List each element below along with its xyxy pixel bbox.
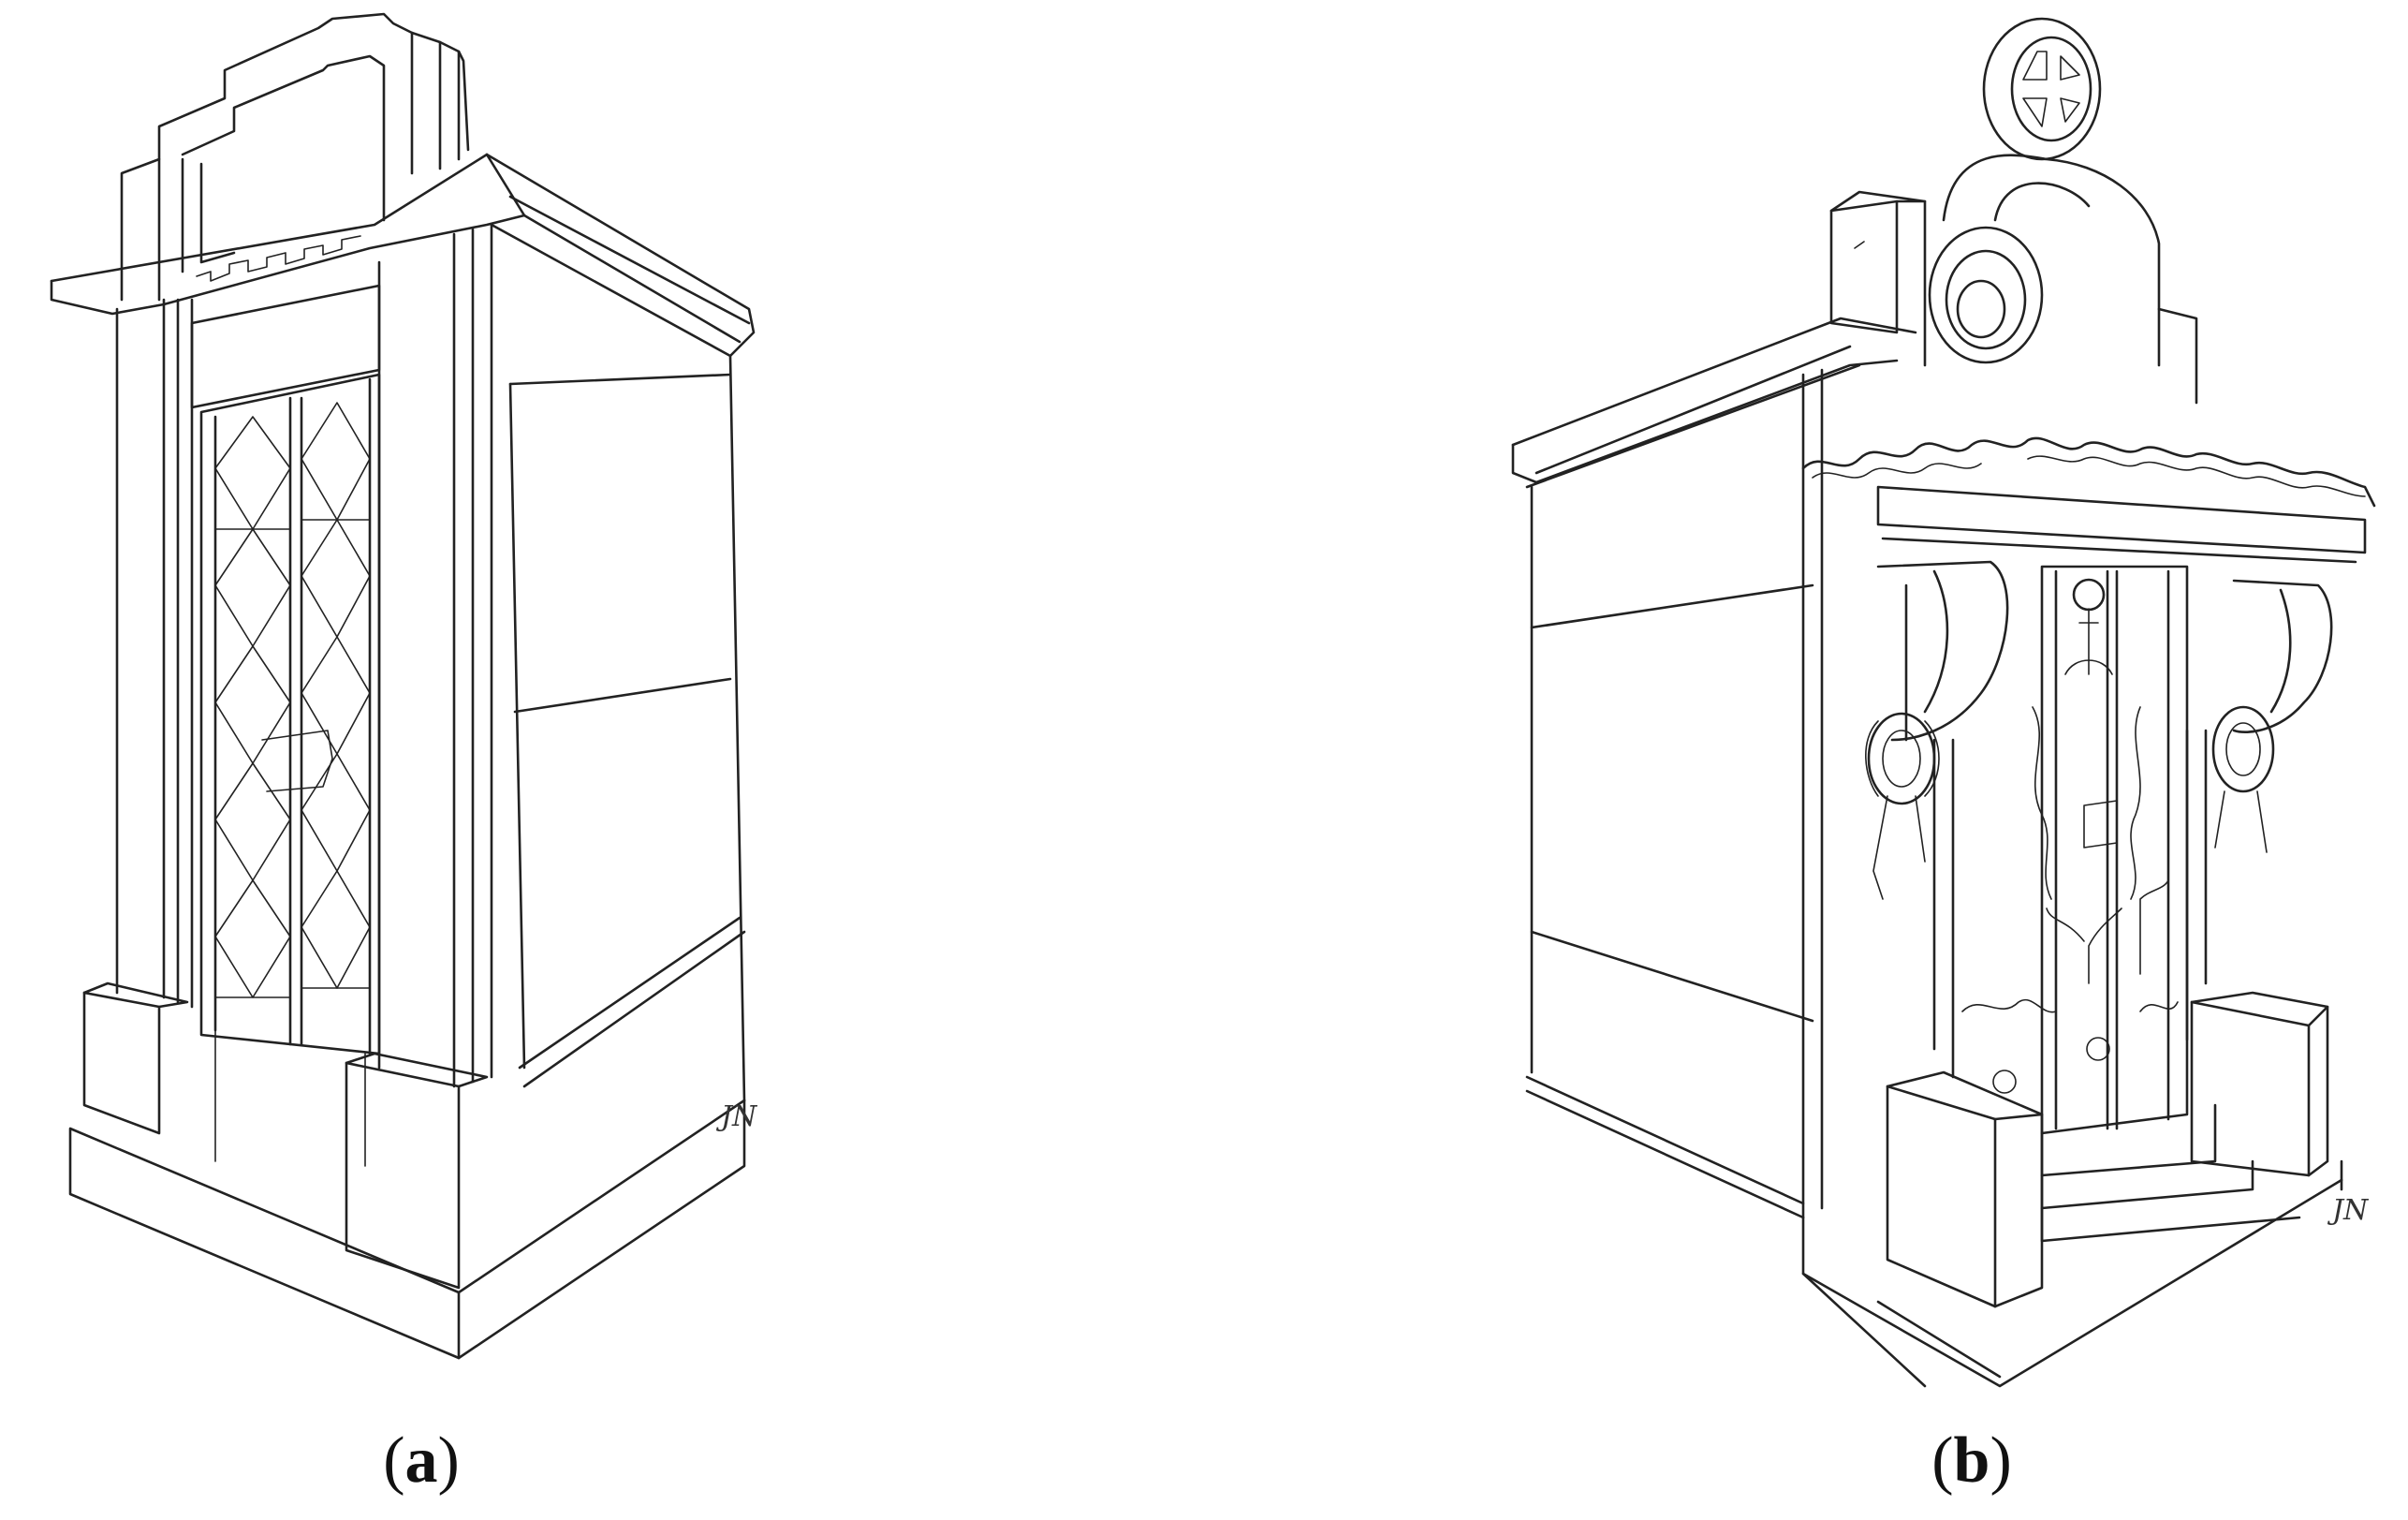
caption-b-close-paren: ) bbox=[1990, 1424, 2012, 1497]
caption-a: (a) bbox=[281, 1424, 562, 1498]
caption-b-open-paren: ( bbox=[1931, 1424, 1954, 1497]
caption-a-letter: a bbox=[404, 1424, 438, 1497]
mausoleum-a-drawing bbox=[50, 12, 756, 1360]
artist-signature-b: JN bbox=[2332, 1194, 2369, 1227]
caption-b-letter: b bbox=[1953, 1424, 1990, 1497]
mausoleum-b-drawing bbox=[1511, 17, 2376, 1388]
caption-a-open-paren: ( bbox=[383, 1424, 405, 1497]
drawing-panel-a: JN (a) bbox=[50, 12, 757, 1498]
caption-b: (b) bbox=[1831, 1424, 2112, 1498]
artist-signature-a: JN bbox=[721, 1100, 757, 1133]
caption-a-close-paren: ) bbox=[437, 1424, 460, 1497]
drawing-panel-b: JN (b) bbox=[1204, 0, 2408, 1520]
